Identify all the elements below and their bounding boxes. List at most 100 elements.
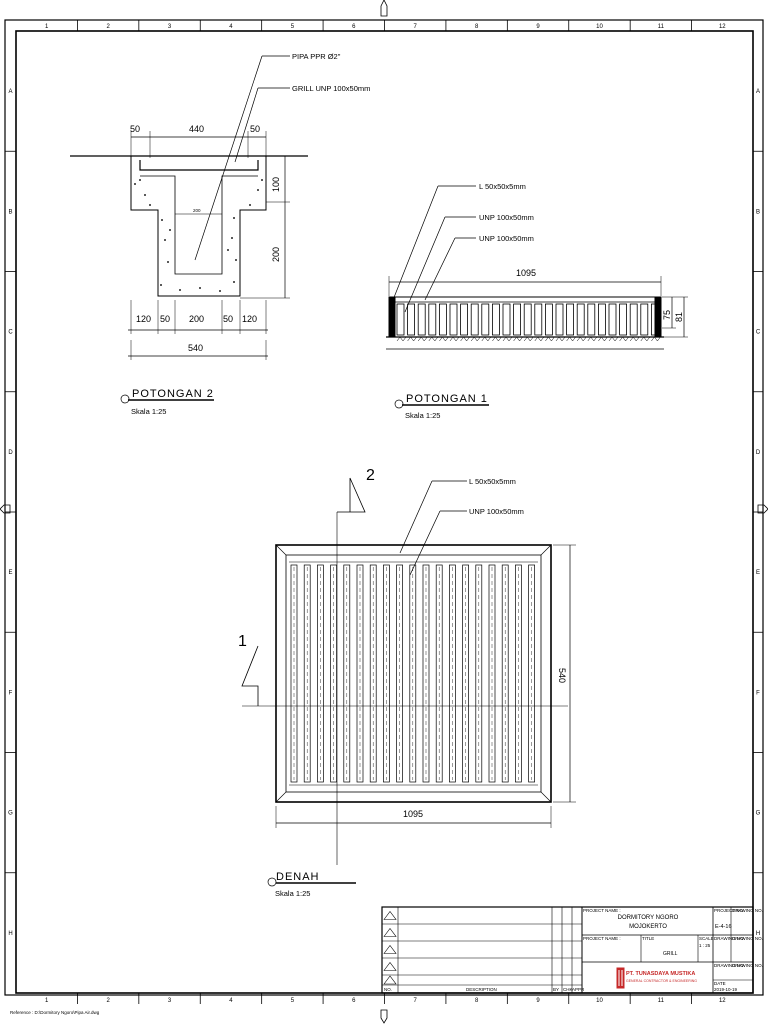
concrete-speckle	[231, 237, 234, 240]
section-1-bar	[491, 303, 500, 336]
top-center-marker	[380, 0, 388, 17]
svg-text:75: 75	[662, 310, 672, 320]
left-center-marker	[0, 504, 11, 514]
title-block	[381, 906, 754, 994]
plan-bar	[515, 564, 522, 783]
revision-triangle	[383, 945, 397, 954]
plan-bar	[475, 564, 483, 783]
svg-text:1095: 1095	[516, 268, 536, 278]
section-1-hatch	[534, 336, 544, 342]
svg-text:100: 100	[271, 177, 281, 192]
section-1-bar	[417, 303, 426, 336]
section-1-hatch	[630, 336, 640, 342]
angle-label-plan: L 50x50x5mm	[469, 477, 516, 486]
concrete-speckle	[219, 289, 222, 292]
svg-text:TITLE: TITLE	[642, 936, 654, 941]
section-1-hatch	[598, 336, 608, 342]
grid-col-label: 6	[352, 998, 356, 1004]
section-1-hatch	[524, 336, 534, 342]
plan-title: DENAH	[276, 871, 320, 883]
grid-col-label: 8	[475, 998, 479, 1004]
concrete-speckle	[139, 179, 142, 182]
revision-triangle	[383, 911, 397, 920]
section-1-bar	[428, 303, 437, 336]
grid-col-label: 1	[45, 998, 49, 1004]
section-1-hatch	[577, 336, 587, 342]
section-1-hatch	[418, 336, 428, 342]
plan-bar	[422, 564, 430, 783]
concrete-speckle	[167, 260, 170, 263]
grid-ticks	[5, 20, 763, 1004]
section-1-hatch	[471, 336, 481, 342]
plan-bar	[303, 564, 311, 783]
grid-row-label: G	[8, 811, 13, 817]
section-1-scale: Skala 1:25	[405, 411, 440, 420]
plan-bar	[317, 564, 324, 783]
revision-triangle	[383, 928, 397, 937]
revision-triangle	[383, 975, 397, 985]
svg-text:APPR: APPR	[572, 987, 585, 992]
grid-row-label: G	[756, 811, 761, 817]
grid-row-label: D	[756, 450, 761, 456]
concrete-speckle	[235, 258, 238, 261]
plan-drawing	[241, 477, 576, 887]
inner-frame	[15, 30, 754, 994]
svg-text:50: 50	[250, 124, 260, 134]
section-1-bar	[534, 303, 543, 336]
grid-row-label: C	[8, 330, 13, 336]
concrete-speckle	[169, 229, 172, 232]
concrete-speckle	[199, 286, 202, 289]
plan-bar	[369, 564, 377, 783]
section-1-bar	[460, 303, 469, 336]
section-1-bar	[608, 303, 617, 336]
grid-row-label: B	[8, 209, 12, 215]
concrete-speckle	[144, 194, 147, 197]
grid-col-label: 7	[414, 998, 418, 1004]
section-1-bar	[513, 303, 521, 336]
svg-text:81: 81	[674, 312, 684, 322]
grid-col-label: 7	[414, 24, 418, 30]
grid-row-label: A	[756, 89, 760, 95]
section-1-hatch	[608, 336, 619, 342]
grid-row-label: H	[756, 931, 760, 937]
grid-col-label: 9	[536, 24, 540, 30]
section-1-bar	[651, 303, 659, 336]
concrete-speckle	[161, 219, 164, 222]
section-1-title: POTONGAN 1	[406, 393, 488, 405]
section-1-hatch	[460, 336, 470, 342]
grid-col-label: 3	[168, 998, 172, 1004]
grid-col-label: 11	[658, 24, 665, 30]
plan-bar	[343, 564, 351, 783]
grid-col-label: 10	[596, 24, 603, 30]
section-1-bar	[470, 303, 479, 336]
svg-text:540: 540	[188, 343, 203, 353]
plan-bar	[449, 564, 456, 783]
svg-text:120: 120	[136, 314, 151, 324]
plan-text: L 50x50x5mm UNP 100x50mm 2 1 1095 540 DE…	[238, 467, 567, 898]
section-1-bar	[396, 303, 405, 336]
section-1-hatch	[492, 336, 502, 342]
section-1-text: L 50x50x5mm UNP 100x50mm UNP 100x50mm 10…	[405, 182, 684, 420]
section-1-bar	[407, 303, 416, 336]
svg-text:1095: 1095	[403, 809, 423, 819]
grid-col-label: 10	[596, 998, 603, 1004]
plan-bar	[462, 564, 469, 783]
grid-row-label: C	[756, 330, 761, 336]
svg-text:50: 50	[223, 314, 233, 324]
svg-text:200: 200	[189, 314, 204, 324]
section-1-hatch	[619, 336, 629, 342]
pipe-label: PIPA PPR Ø2"	[292, 52, 341, 61]
svg-text:50: 50	[130, 124, 140, 134]
plan-bar	[396, 564, 403, 783]
section-1-hatch	[439, 336, 449, 342]
section-1-bar	[629, 303, 638, 336]
section-1-bar	[481, 303, 490, 336]
grid-col-label: 5	[291, 998, 295, 1004]
section-1-hatch	[428, 336, 438, 342]
grid-col-label: 6	[352, 24, 356, 30]
section-1-bar	[587, 303, 596, 336]
project-name-1: DORMITORY NGORO	[618, 915, 679, 921]
concrete-speckle	[179, 288, 182, 291]
section-1-hatch	[651, 336, 661, 342]
